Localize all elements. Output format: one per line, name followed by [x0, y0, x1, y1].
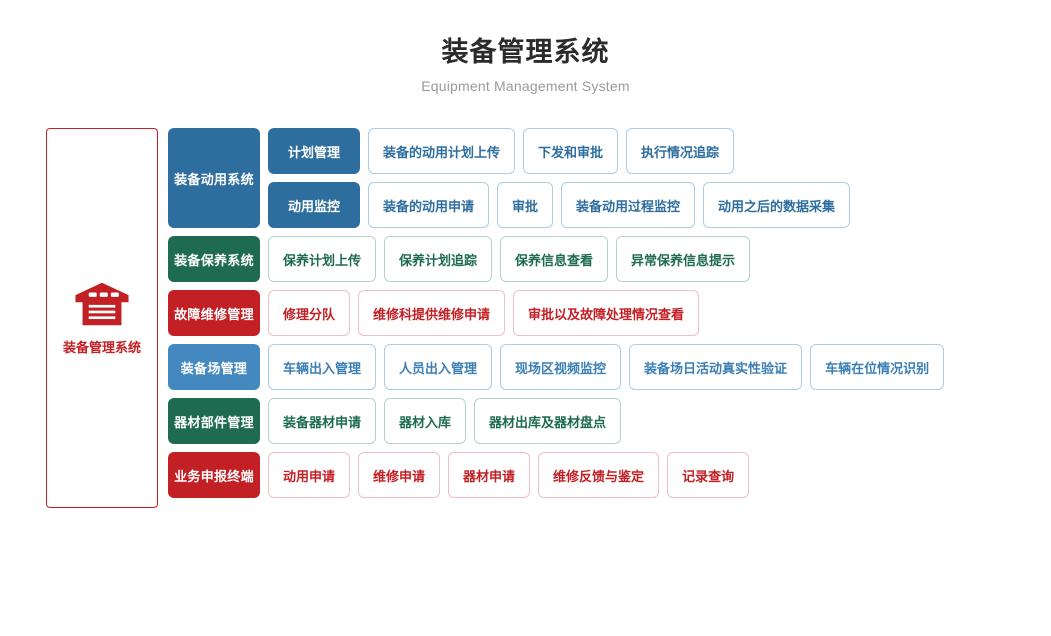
- leaf-tile[interactable]: 装备器材申请: [268, 398, 377, 444]
- page-title: 装备管理系统: [441, 37, 610, 67]
- group-body: 车辆出入管理人员出入管理现场区视频监控装备场日活动真实性验证车辆在位情况识别: [268, 344, 1026, 390]
- subgroup-row: 修理分队维修科提供维修申请审批以及故障处理情况查看: [268, 290, 1026, 336]
- leaf-tile[interactable]: 异常保养信息提示: [616, 236, 751, 282]
- subcategory-tile[interactable]: 动用监控: [268, 182, 360, 228]
- leaf-tile[interactable]: 现场区视频监控: [500, 344, 622, 390]
- architecture-diagram: 装备管理系统 装备动用系统计划管理装备的动用计划上传下发和审批执行情况追踪动用监…: [46, 128, 1026, 508]
- leaf-tile[interactable]: 动用申请: [268, 452, 351, 498]
- leaf-tile[interactable]: 维修科提供维修申请: [358, 290, 506, 336]
- leaf-tile[interactable]: 人员出入管理: [384, 344, 493, 390]
- leaf-tile[interactable]: 记录查询: [667, 452, 750, 498]
- leaf-tile[interactable]: 器材出库及器材盘点: [474, 398, 622, 444]
- category-tile[interactable]: 器材部件管理: [168, 398, 260, 444]
- subgroup-row: 车辆出入管理人员出入管理现场区视频监控装备场日活动真实性验证车辆在位情况识别: [268, 344, 1026, 390]
- group-body: 装备器材申请器材入库器材出库及器材盘点: [268, 398, 1026, 444]
- subgroup-row: 保养计划上传保养计划追踪保养信息查看异常保养信息提示: [268, 236, 1026, 282]
- leaf-tile[interactable]: 修理分队: [268, 290, 351, 336]
- subgroup-row: 动用申请维修申请器材申请维修反馈与鉴定记录查询: [268, 452, 1026, 498]
- group-row: 装备保养系统保养计划上传保养计划追踪保养信息查看异常保养信息提示: [168, 236, 1026, 282]
- root-system-label: 装备管理系统: [62, 339, 141, 355]
- group-body: 动用申请维修申请器材申请维修反馈与鉴定记录查询: [268, 452, 1026, 498]
- group-row: 故障维修管理修理分队维修科提供维修申请审批以及故障处理情况查看: [168, 290, 1026, 336]
- leaf-tile[interactable]: 审批以及故障处理情况查看: [513, 290, 700, 336]
- warehouse-icon: [75, 282, 129, 325]
- page-header: 装备管理系统 Equipment Management System: [0, 0, 1051, 94]
- subgroup-row: 动用监控装备的动用申请审批装备动用过程监控动用之后的数据采集: [268, 182, 1026, 228]
- leaf-tile[interactable]: 装备场日活动真实性验证: [629, 344, 803, 390]
- group-body: 修理分队维修科提供维修申请审批以及故障处理情况查看: [268, 290, 1026, 336]
- category-tile[interactable]: 装备场管理: [168, 344, 260, 390]
- subgroup-row: 装备器材申请器材入库器材出库及器材盘点: [268, 398, 1026, 444]
- category-tile[interactable]: 装备保养系统: [168, 236, 260, 282]
- group-row: 业务申报终端动用申请维修申请器材申请维修反馈与鉴定记录查询: [168, 452, 1026, 498]
- leaf-tile[interactable]: 装备动用过程监控: [561, 182, 696, 228]
- leaf-tile[interactable]: 维修申请: [358, 452, 441, 498]
- page-subtitle: Equipment Management System: [421, 77, 630, 94]
- leaf-tile[interactable]: 器材入库: [384, 398, 467, 444]
- leaf-tile[interactable]: 器材申请: [448, 452, 531, 498]
- leaf-tile[interactable]: 保养信息查看: [500, 236, 609, 282]
- group-row: 器材部件管理装备器材申请器材入库器材出库及器材盘点: [168, 398, 1026, 444]
- leaf-tile[interactable]: 保养计划上传: [268, 236, 377, 282]
- leaf-tile[interactable]: 装备的动用申请: [368, 182, 490, 228]
- leaf-tile[interactable]: 维修反馈与鉴定: [538, 452, 660, 498]
- leaf-tile[interactable]: 车辆出入管理: [268, 344, 377, 390]
- leaf-tile[interactable]: 动用之后的数据采集: [703, 182, 851, 228]
- group-row: 装备场管理车辆出入管理人员出入管理现场区视频监控装备场日活动真实性验证车辆在位情…: [168, 344, 1026, 390]
- leaf-tile[interactable]: 保养计划追踪: [384, 236, 493, 282]
- root-system-panel[interactable]: 装备管理系统: [46, 128, 158, 508]
- category-tile[interactable]: 装备动用系统: [168, 128, 260, 228]
- group-list: 装备动用系统计划管理装备的动用计划上传下发和审批执行情况追踪动用监控装备的动用申…: [168, 128, 1026, 498]
- category-tile[interactable]: 故障维修管理: [168, 290, 260, 336]
- subcategory-tile[interactable]: 计划管理: [268, 128, 360, 174]
- group-body: 计划管理装备的动用计划上传下发和审批执行情况追踪动用监控装备的动用申请审批装备动…: [268, 128, 1026, 228]
- leaf-tile[interactable]: 下发和审批: [523, 128, 619, 174]
- leaf-tile[interactable]: 车辆在位情况识别: [810, 344, 945, 390]
- leaf-tile[interactable]: 装备的动用计划上传: [368, 128, 516, 174]
- category-tile[interactable]: 业务申报终端: [168, 452, 260, 498]
- subgroup-row: 计划管理装备的动用计划上传下发和审批执行情况追踪: [268, 128, 1026, 174]
- leaf-tile[interactable]: 执行情况追踪: [626, 128, 735, 174]
- leaf-tile[interactable]: 审批: [497, 182, 554, 228]
- group-body: 保养计划上传保养计划追踪保养信息查看异常保养信息提示: [268, 236, 1026, 282]
- group-row: 装备动用系统计划管理装备的动用计划上传下发和审批执行情况追踪动用监控装备的动用申…: [168, 128, 1026, 228]
